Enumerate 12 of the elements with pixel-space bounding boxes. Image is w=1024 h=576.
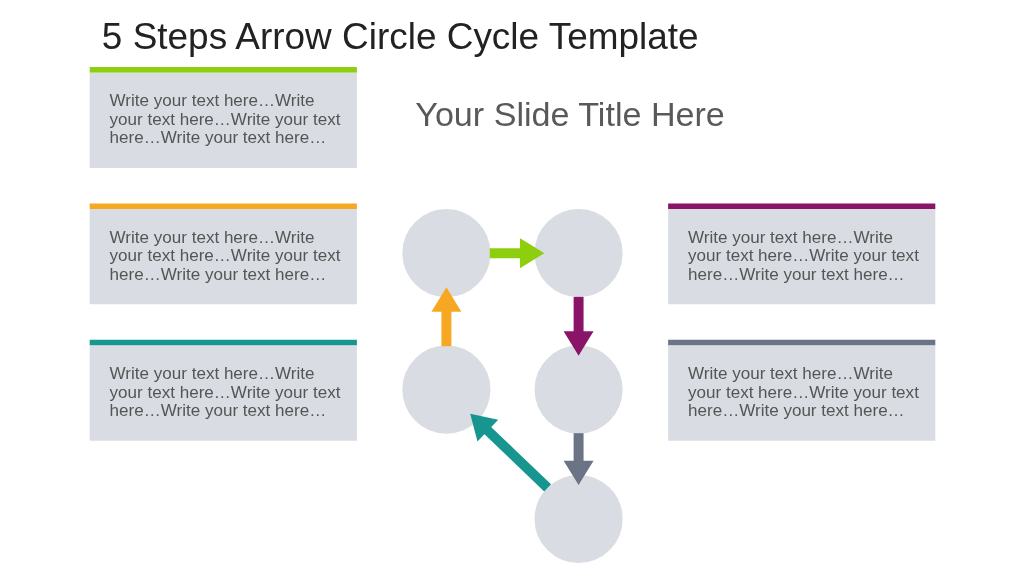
node-circle xyxy=(534,209,623,298)
node-circle xyxy=(401,209,490,298)
arrow xyxy=(489,238,544,269)
arrow xyxy=(469,413,551,492)
label: Your Slide Title Here xyxy=(414,94,725,133)
arrow xyxy=(563,296,594,356)
node-circle xyxy=(401,345,490,434)
node-circle xyxy=(534,345,623,434)
arrow xyxy=(563,433,594,486)
diagram-title: 5 Steps Arrow Circle Cycle Template xyxy=(101,15,699,57)
node-circle xyxy=(534,474,623,563)
arrow xyxy=(430,287,461,347)
